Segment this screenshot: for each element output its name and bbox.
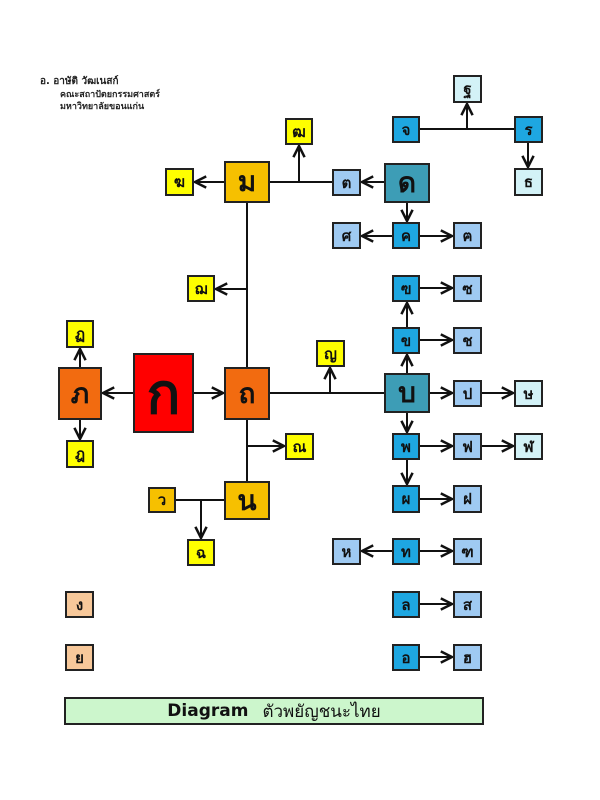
node-kho-khuat: ฃ — [392, 275, 420, 302]
node-pho-sam: ภ — [58, 367, 102, 420]
node-ko: ก — [133, 353, 194, 433]
node-tho-than: ฐ — [453, 75, 482, 103]
node-tho-phuthao: ฒ — [285, 118, 313, 145]
node-tho-thahan: ท — [392, 538, 420, 565]
node-kho-rakhang: ฆ — [165, 168, 194, 196]
node-no-nen: ณ — [285, 433, 314, 460]
faculty-name: คณะสถาปัตยกรรมศาสตร์ — [60, 90, 161, 100]
university-name: มหาวิทยาลัยขอนแก่น — [60, 102, 145, 112]
author-name: อ. อาษัติ วัฒเนสก์ — [40, 76, 119, 87]
node-cho-chang: ช — [453, 327, 482, 354]
node-tho-thung: ถ — [224, 367, 270, 420]
node-ho-nokhuk: ฮ — [453, 644, 482, 671]
node-to-patak: ฏ — [66, 320, 94, 348]
node-ro: ร — [514, 116, 543, 143]
node-kho-khwai: ค — [392, 222, 420, 249]
node-to-tao: ต — [332, 169, 361, 196]
node-po: ป — [453, 380, 482, 407]
node-do-chada: ฎ — [66, 440, 94, 468]
node-fo-fan: ฟ — [453, 433, 482, 460]
node-o-ang: อ — [392, 644, 420, 671]
node-so-suea: ส — [453, 591, 482, 618]
banner-title-en: Diagram — [167, 701, 249, 721]
node-cho-choe: ฌ — [187, 275, 215, 302]
node-lo-chula: ฬ — [514, 433, 543, 460]
node-so-rusi: ษ — [514, 380, 543, 407]
node-cho-chan: จ — [392, 116, 420, 143]
node-ngo: ง — [65, 591, 94, 618]
node-do-dek: ด — [384, 163, 430, 203]
node-fo-fa: ฝ — [453, 485, 482, 513]
node-yo-yak: ย — [65, 644, 94, 671]
node-kho-khon: ฅ — [453, 222, 482, 249]
diagram-title-banner: Diagram ตัวพยัญชนะไทย — [64, 697, 484, 725]
node-mo: ม — [224, 161, 270, 203]
node-so-so: ซ — [453, 275, 482, 302]
node-tho-montho: ฑ — [453, 538, 482, 565]
node-bo: บ — [384, 373, 430, 413]
node-pho-phueng: ผ — [392, 485, 420, 513]
node-tho-thong: ธ — [514, 168, 543, 196]
node-so-sala: ศ — [332, 222, 361, 249]
node-cho-ching: ฉ — [187, 539, 215, 566]
node-lo-ling: ล — [392, 591, 420, 618]
node-pho-phan: พ — [392, 433, 420, 460]
node-no-nu: น — [224, 481, 270, 520]
node-ho-hip: ห — [332, 538, 361, 565]
banner-title-th: ตัวพยัญชนะไทย — [262, 701, 381, 722]
node-yo-ying: ญ — [316, 340, 345, 367]
node-wo: ว — [148, 487, 176, 513]
node-kho-khai: ข — [392, 327, 420, 354]
